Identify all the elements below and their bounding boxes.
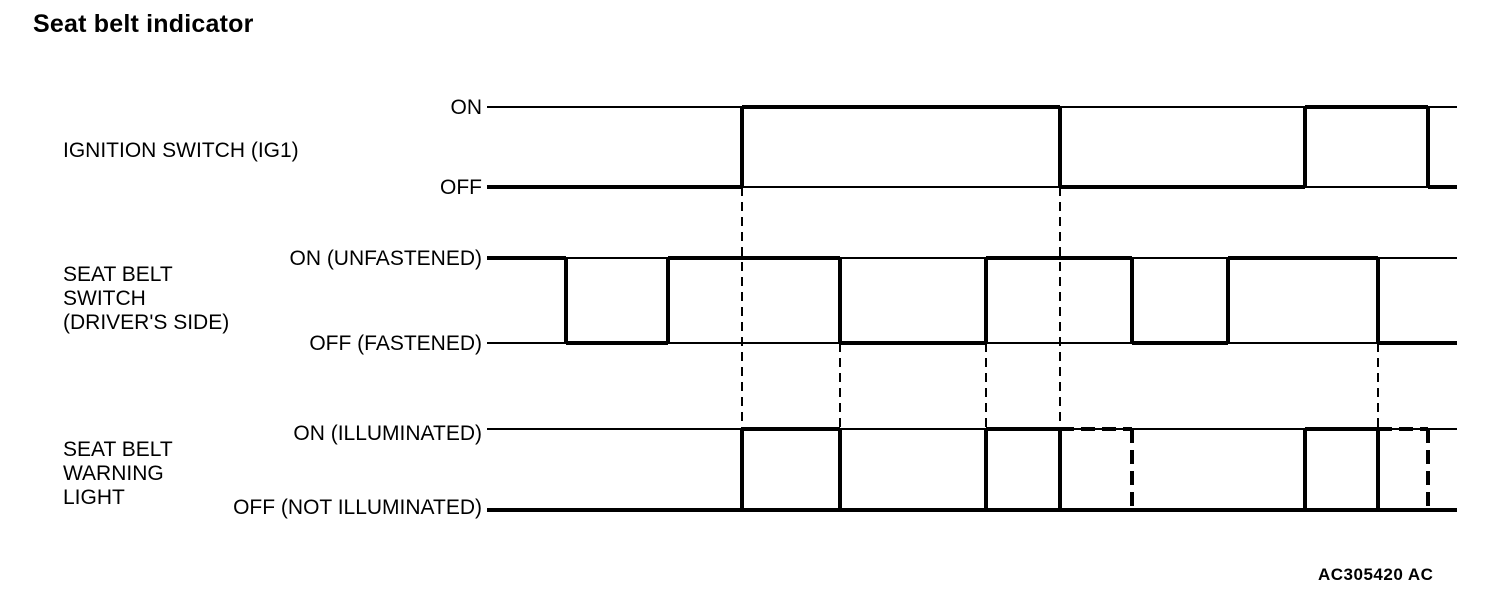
signal-label-warning-light: SEAT BELT WARNING LIGHT bbox=[63, 438, 173, 510]
signal-label-warning-light-line2: WARNING bbox=[63, 462, 164, 485]
signal-label-belt-switch: SEAT BELT SWITCH (DRIVER'S SIDE) bbox=[63, 263, 229, 335]
signal-label-ignition: IGNITION SWITCH (IG1) bbox=[63, 139, 299, 162]
signal-label-warning-light-line1: SEAT BELT bbox=[63, 438, 173, 461]
ignition-off-label: OFF bbox=[440, 176, 482, 199]
signal-label-belt-switch-line1: SEAT BELT bbox=[63, 263, 173, 286]
warning-light-on-label: ON (ILLUMINATED) bbox=[293, 422, 482, 445]
page-title: Seat belt indicator bbox=[33, 10, 254, 38]
signal-label-warning-light-line3: LIGHT bbox=[63, 486, 125, 509]
ignition-on-label: ON bbox=[450, 96, 483, 119]
belt-switch-off-label: OFF (FASTENED) bbox=[309, 332, 482, 355]
signal-label-belt-switch-line3: (DRIVER'S SIDE) bbox=[63, 311, 230, 334]
warning-light-off-label: OFF (NOT ILLUMINATED) bbox=[233, 496, 482, 519]
figure-code: AC305420 AC bbox=[1318, 565, 1434, 584]
signal-label-belt-switch-line2: SWITCH bbox=[63, 287, 146, 310]
belt-switch-on-label: ON (UNFASTENED) bbox=[289, 247, 482, 270]
